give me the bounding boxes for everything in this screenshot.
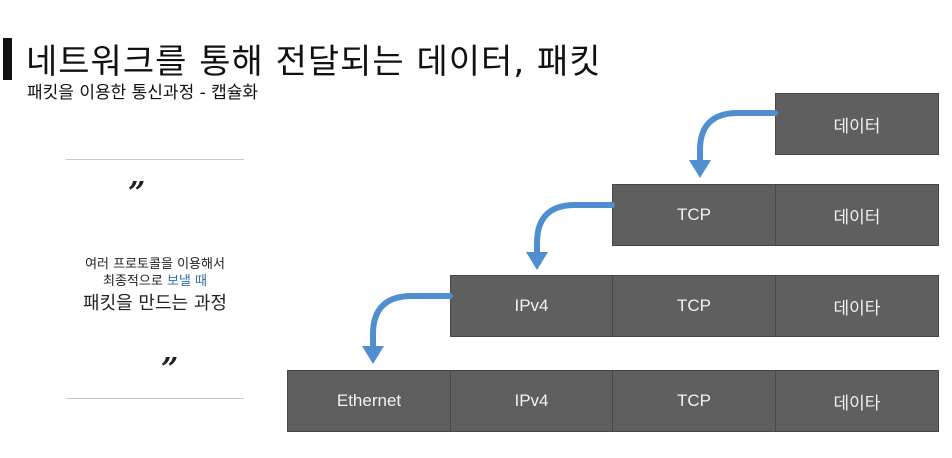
open-quote-mark: ” bbox=[128, 176, 146, 211]
quote-line-3: 패킷을 만드는 과정 bbox=[83, 293, 227, 314]
quote-line-2-accent: 보낼 때 bbox=[166, 274, 207, 289]
quote-divider-bottom bbox=[66, 398, 244, 399]
arrowhead-1 bbox=[689, 160, 711, 178]
arrow-row1-to-row2 bbox=[697, 110, 778, 165]
row4-tcp-box: TCP bbox=[612, 370, 776, 432]
row3-tcp-box: TCP bbox=[612, 275, 776, 337]
arrowhead-3 bbox=[362, 346, 384, 364]
row2-tcp-box: TCP bbox=[612, 184, 776, 246]
page-title: 네트워크를 통해 전달되는 데이터, 패킷 bbox=[26, 42, 602, 82]
row3-ipv4-box: IPv4 bbox=[450, 275, 613, 337]
row4-ipv4-box: IPv4 bbox=[450, 370, 613, 432]
arrow-row2-to-row3 bbox=[534, 202, 615, 257]
arrow-row3-to-row4 bbox=[370, 293, 453, 351]
row2-data-box: 데이터 bbox=[775, 184, 939, 246]
row4-data-box: 데이타 bbox=[775, 370, 939, 432]
close-quote-mark: ” bbox=[161, 352, 179, 387]
page-subtitle: 패킷을 이용한 통신과정 - 캡슐화 bbox=[27, 83, 259, 103]
quote-line-2-prefix: 최종적으로 bbox=[103, 274, 167, 289]
row3-data-box: 데이타 bbox=[775, 275, 939, 337]
quote-line-1: 여러 프로토콜을 이용해서 bbox=[85, 257, 225, 272]
row4-ethernet-box: Ethernet bbox=[287, 370, 451, 432]
quote-text: 여러 프로토콜을 이용해서 최종적으로 보낼 때 패킷을 만드는 과정 bbox=[40, 256, 270, 316]
quote-divider-top bbox=[66, 159, 244, 160]
title-accent-bar bbox=[3, 38, 12, 80]
arrowhead-2 bbox=[526, 252, 548, 270]
row1-data-box: 데이터 bbox=[775, 93, 939, 155]
quote-line-2: 최종적으로 보낼 때 bbox=[40, 273, 270, 290]
